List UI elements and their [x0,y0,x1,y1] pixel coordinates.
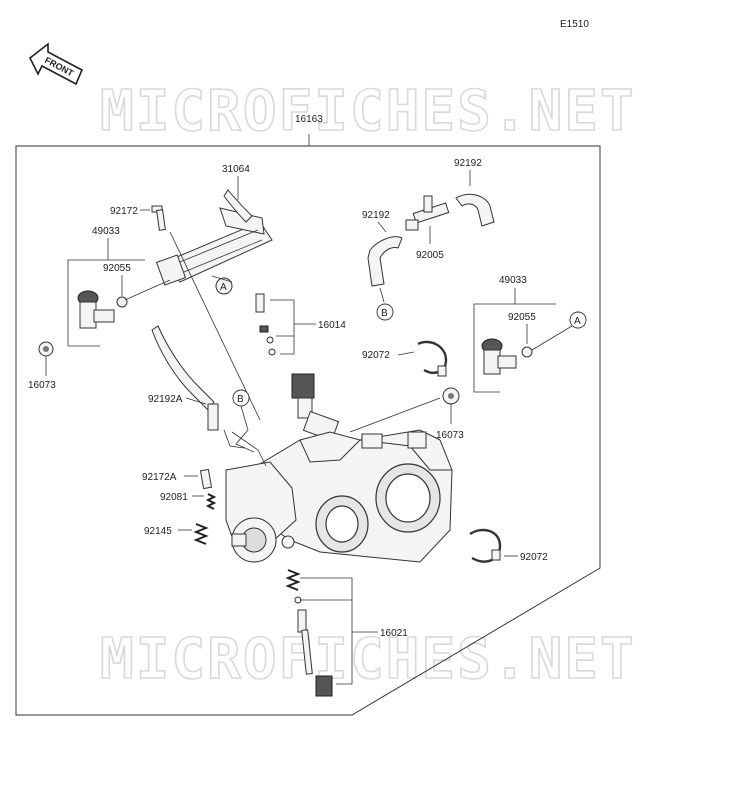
o-ring-92055-left [116,296,128,308]
ref-a-left-label: A [220,282,227,293]
ref-b-hose-label: B [381,308,388,319]
clamp-92072-bottom [469,528,502,563]
sensor-parts-16014 [255,293,276,356]
screw-92172A [199,468,213,490]
callout-92192A: 92192A [148,394,183,405]
o-ring-92055-right [521,346,533,358]
callout-92005: 92005 [416,250,444,261]
ref-b-hose [376,303,394,321]
callout-92172A: 92172A [142,472,177,483]
ref-a-right-label: A [574,316,581,327]
callout-31064: 31064 [222,164,250,175]
spring-16021 [285,569,301,591]
callout-49033-left: 49033 [92,226,120,237]
callout-16073-left: 16073 [28,380,56,391]
assembly-frame [15,145,601,716]
diagram-code: E1510 [560,19,589,30]
throttle-body [225,429,453,563]
injector-right [481,338,517,375]
idle-screw-16021 [297,609,333,697]
watermark-bottom: MICROFICHES.NET [100,627,636,692]
ref-b-body-label: B [237,394,244,405]
front-arrow-icon: FRONT [28,42,84,86]
joint-92005 [405,195,450,231]
fuel-rail [155,189,273,286]
callout-49033-right: 49033 [499,275,527,286]
hose-end-92192A [207,403,219,431]
callout-92072-bottom: 92072 [520,552,548,563]
callout-16021: 16021 [380,628,408,639]
injector-left [77,290,115,329]
callout-92055-left: 92055 [103,263,131,274]
assembly-label: 16163 [295,114,323,125]
ref-a-right [569,311,587,329]
hose-92192-top [455,193,495,227]
watermark-top: MICROFICHES.NET [100,79,636,144]
ref-a-left [215,277,233,295]
callout-16014: 16014 [318,320,346,331]
callout-16073-right: 16073 [436,430,464,441]
sensor-connector [291,373,340,442]
callout-92145: 92145 [144,526,172,537]
callout-92172: 92172 [110,206,138,217]
callout-92072-top: 92072 [362,350,390,361]
callout-92055-right: 92055 [508,312,536,323]
callout-92192-top: 92192 [454,158,482,169]
screw-92172 [151,205,166,231]
spring-92145 [193,523,209,545]
hose-92192-mid [367,236,403,287]
spring-92081 [205,493,217,510]
callout-92192-mid: 92192 [362,210,390,221]
callout-92081: 92081 [160,492,188,503]
clamp-92072-top [417,340,448,374]
